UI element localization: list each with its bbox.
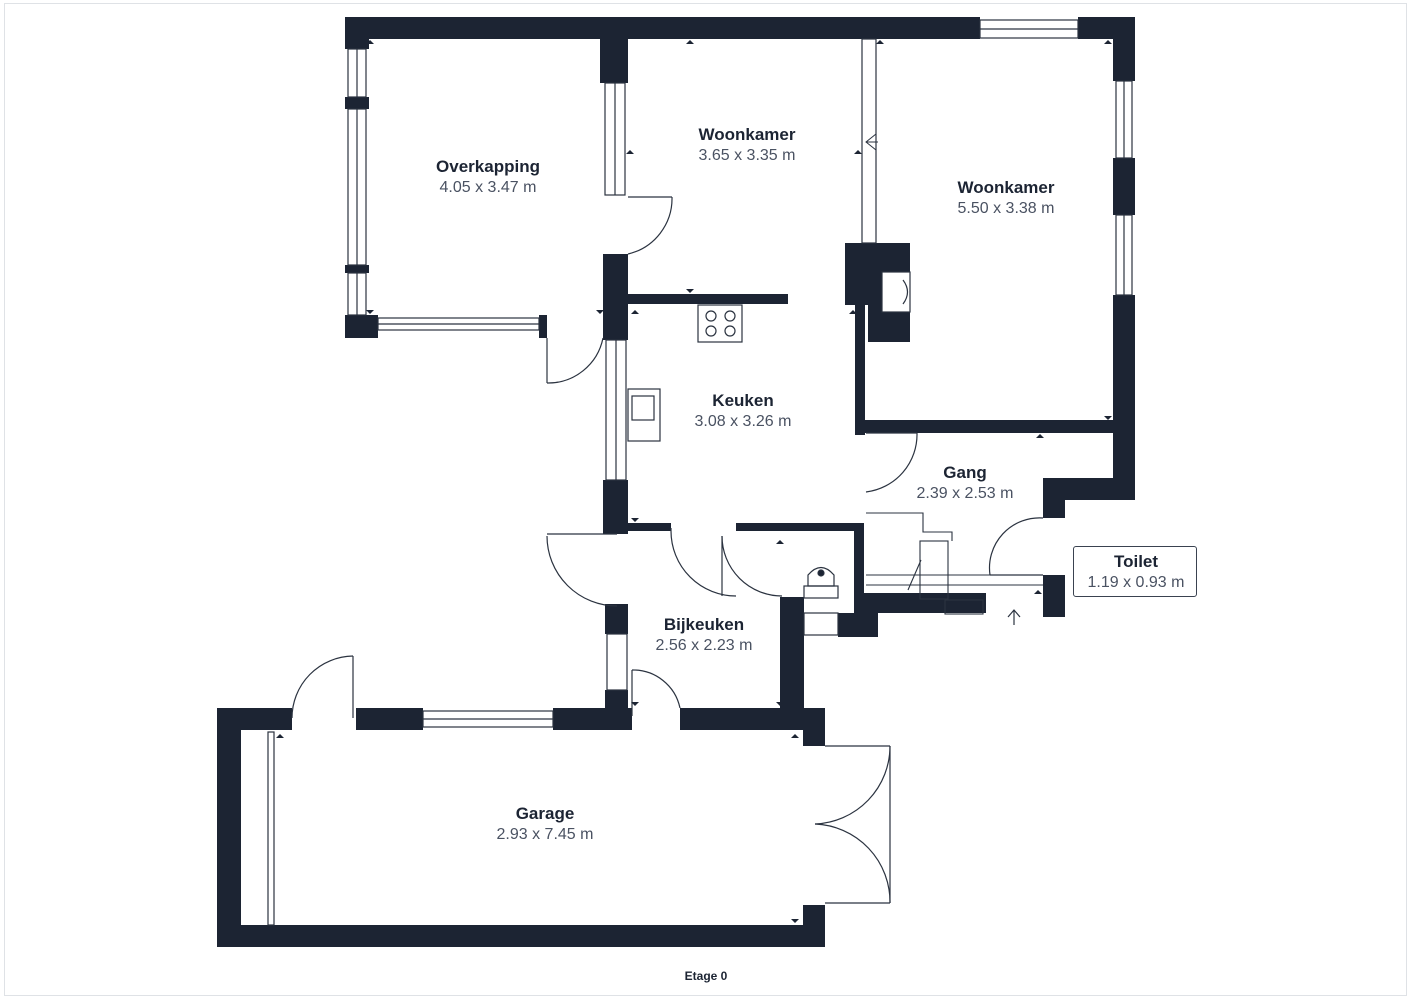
room-gang: Gang 2.39 x 2.53 m (917, 463, 1014, 505)
room-name: Overkapping (436, 157, 540, 176)
windows (267, 19, 1133, 926)
room-woonkamer-1: Woonkamer 3.65 x 3.35 m (699, 125, 796, 167)
room-name: Bijkeuken (663, 615, 745, 634)
door-swing-arrow-icon (865, 133, 878, 151)
room-name: Toilet (1113, 552, 1159, 571)
room-name: Keuken (712, 391, 774, 410)
toilet-icon (803, 566, 839, 636)
walls (217, 17, 1135, 947)
room-dimensions: 2.39 x 2.53 m (916, 485, 1014, 502)
doors (291, 196, 1044, 904)
drawing-frame (4, 3, 1407, 996)
room-dimensions: 1.19 x 0.93 m (1087, 574, 1185, 591)
room-dimensions: 2.56 x 2.23 m (655, 637, 753, 654)
room-woonkamer-2: Woonkamer 5.50 x 3.38 m (958, 178, 1055, 220)
room-name: Garage (515, 804, 575, 823)
room-overkapping: Overkapping 4.05 x 3.47 m (436, 157, 540, 199)
fireplace-icon (881, 271, 911, 313)
room-name: Gang (943, 463, 987, 482)
sink-icon (627, 388, 661, 442)
room-name: Woonkamer (698, 125, 796, 144)
room-bijkeuken: Bijkeuken 2.56 x 2.23 m (656, 615, 753, 657)
room-dimensions: 4.05 x 3.47 m (439, 179, 537, 196)
room-dimensions: 3.65 x 3.35 m (698, 147, 796, 164)
room-toilet-callout: Toilet 1.19 x 0.93 m (1073, 546, 1197, 597)
room-dimensions: 5.50 x 3.38 m (957, 200, 1055, 217)
stove-icon (697, 304, 743, 343)
room-keuken: Keuken 3.08 x 3.26 m (695, 391, 792, 433)
floor-label: Etage 0 (684, 969, 728, 983)
room-toilet: Toilet 1.19 x 0.93 m (1088, 552, 1185, 594)
room-garage: Garage 2.93 x 7.45 m (497, 804, 594, 846)
entrance-arrow-icon (1007, 609, 1021, 625)
dimension-markers (276, 40, 1112, 923)
room-dimensions: 3.08 x 3.26 m (694, 413, 792, 430)
room-dimensions: 2.93 x 7.45 m (496, 826, 594, 843)
stairs-icon (866, 512, 1043, 615)
room-name: Woonkamer (957, 178, 1055, 197)
